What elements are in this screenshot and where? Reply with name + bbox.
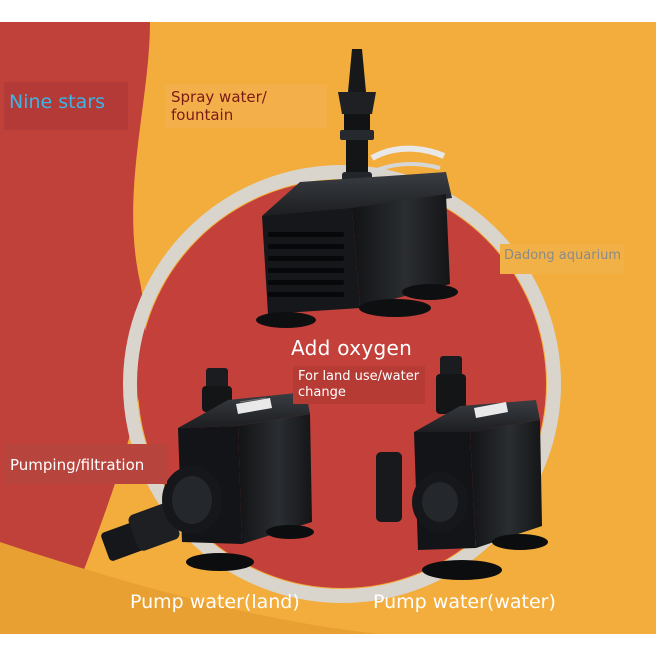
land-use-label: For land use/water change xyxy=(298,369,420,400)
brand-label: Nine stars xyxy=(9,91,105,113)
dadong-label-box xyxy=(500,244,624,274)
add-oxygen-label: Add oxygen xyxy=(291,336,413,360)
fountain-pump xyxy=(256,49,458,328)
dadong-aquarium-label: Dadong aquarium xyxy=(504,248,622,263)
water-pump xyxy=(376,356,548,580)
background-ring xyxy=(123,165,561,603)
product-photo xyxy=(0,22,656,634)
pumping-label-box xyxy=(4,444,167,484)
spray-label-box xyxy=(165,84,327,128)
pumping-filtration-label: Pumping/filtration xyxy=(10,456,145,474)
spray-fountain-label: Spray water/ fountain xyxy=(171,88,267,124)
brand-label-box xyxy=(4,82,128,130)
land-pump xyxy=(101,368,314,571)
pump-land-label: Pump water(land) xyxy=(130,591,300,613)
pump-water-label: Pump water(water) xyxy=(373,591,556,613)
land-use-label-box xyxy=(293,366,425,404)
